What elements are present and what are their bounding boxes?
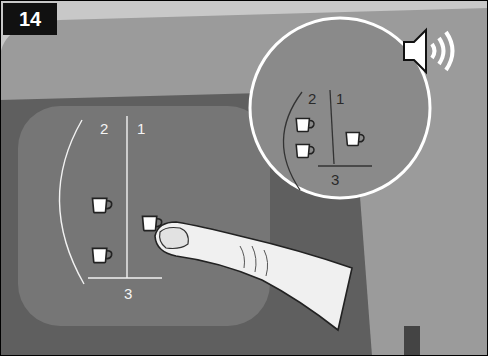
magnifier-circle xyxy=(250,18,430,198)
sound-symbol xyxy=(404,30,453,72)
finger xyxy=(155,222,352,330)
step-number-box: 14 xyxy=(3,3,57,35)
cup-count: 3 xyxy=(331,172,339,187)
cup-count: 3 xyxy=(124,286,132,301)
cup-button xyxy=(93,248,112,262)
cup-button xyxy=(346,132,364,145)
panel-divider xyxy=(318,165,372,166)
panel-arc xyxy=(283,92,302,190)
cup-button xyxy=(296,144,314,157)
panel-arc xyxy=(59,120,84,284)
machine-body xyxy=(0,8,488,356)
cup-count: 2 xyxy=(308,91,316,106)
button-panel xyxy=(18,106,270,326)
cup-button xyxy=(93,198,112,212)
machine-part xyxy=(404,326,420,356)
panel-divider xyxy=(330,90,334,164)
panel-divider xyxy=(88,277,162,278)
button-panel-region: 2 1 3 xyxy=(18,106,270,326)
cup-count: 1 xyxy=(336,91,344,106)
panel-divider xyxy=(126,116,127,278)
cup-count: 2 xyxy=(100,121,108,136)
cup-count: 1 xyxy=(137,121,145,136)
step-number: 14 xyxy=(19,9,41,29)
cup-button xyxy=(296,118,314,131)
magnified-panel: 2 1 3 xyxy=(250,18,430,198)
